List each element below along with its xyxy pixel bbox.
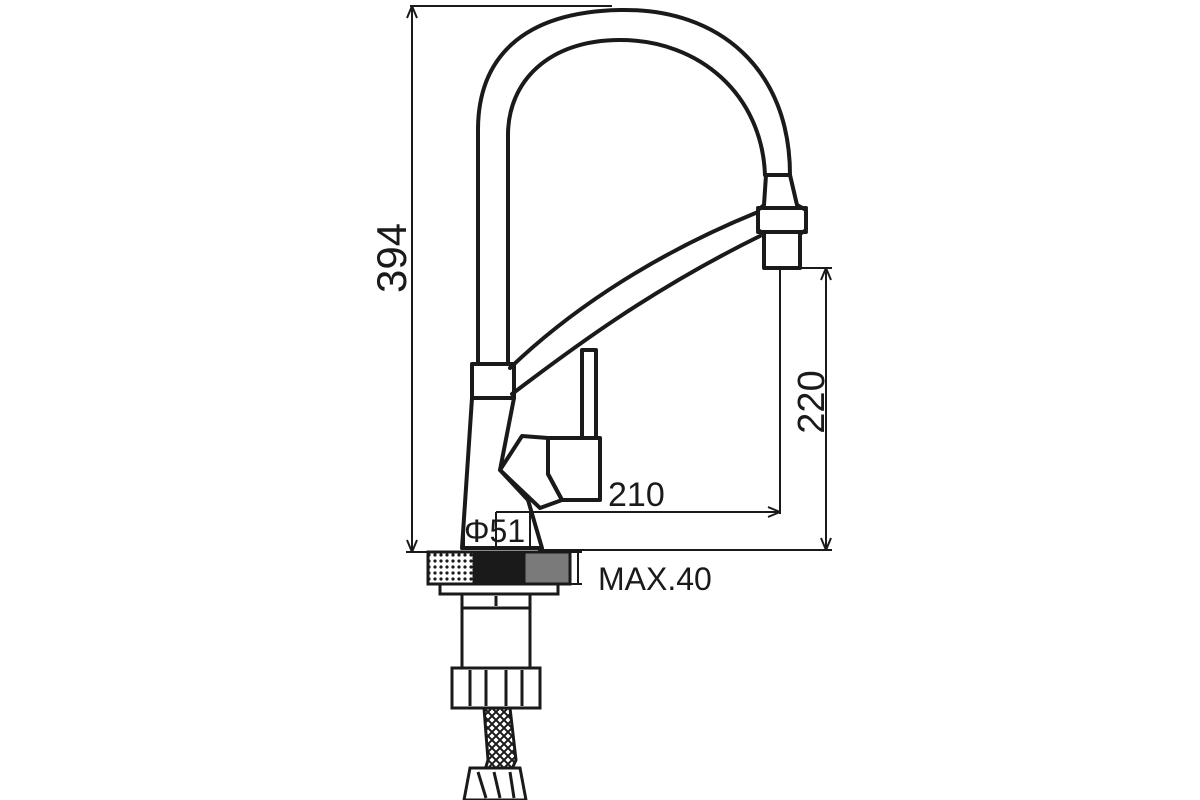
dimension-label-max-40: MAX.40 — [598, 561, 712, 597]
shank-body — [460, 606, 532, 670]
dimension-label-220: 220 — [791, 370, 833, 433]
lever-cartridge — [498, 434, 564, 510]
shank-foot — [450, 666, 542, 710]
body-collar — [470, 362, 516, 400]
spout-inner — [506, 38, 767, 364]
spray-head-ring — [756, 206, 808, 234]
mounting-hardware — [426, 550, 572, 800]
spray-head — [756, 173, 808, 270]
lever-stem — [580, 348, 598, 440]
dimension-label-210: 210 — [608, 476, 665, 514]
faucet-outline — [460, 7, 808, 550]
dimension-label-diameter-51: Φ51 — [464, 513, 525, 549]
dimension-lines — [406, 5, 832, 585]
mounting-nut-gray — [522, 550, 572, 586]
flex-arm-upper — [508, 210, 760, 370]
spout-outer — [476, 7, 792, 364]
mounting-nut-knurled — [426, 550, 476, 586]
dimension-label-394: 394 — [368, 223, 415, 293]
flex-arm-lower — [510, 234, 762, 396]
mounting-nut-dark — [472, 550, 526, 586]
